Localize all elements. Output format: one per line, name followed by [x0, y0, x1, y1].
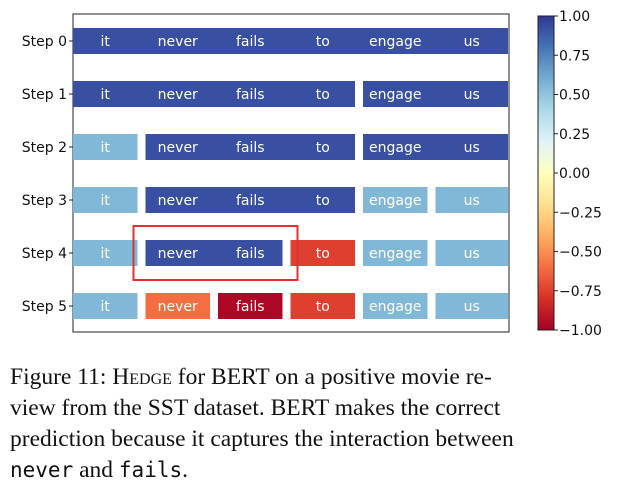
colorbar-scale — [537, 15, 555, 331]
colorbar-tick-label: 0.75 — [559, 48, 590, 64]
token-label: to — [316, 193, 330, 209]
heatmap-cell — [363, 134, 508, 160]
token-label: engage — [369, 140, 421, 156]
row-label: Step 2 — [22, 140, 67, 156]
heatmap-cell — [290, 293, 355, 319]
token-label: engage — [369, 246, 421, 262]
caption-line-4: never and fails. — [10, 455, 610, 486]
token-label: never — [158, 34, 198, 50]
plot-frame — [72, 13, 510, 333]
colorbar-tick-label: 1.00 — [559, 9, 590, 25]
token-label: us — [464, 299, 480, 315]
highlight-box — [132, 225, 299, 281]
token-label: engage — [369, 193, 421, 209]
colorbar-ticks: 1.00 0.75 0.50 0.25 0.00 −0.25 −0.50 −0.75 −1.00 — [554, 9, 602, 339]
heatmap-cell — [73, 134, 138, 160]
row-label: Step 3 — [22, 193, 67, 209]
token-label: never — [158, 140, 198, 156]
caption-method-name: Hedge — [112, 364, 172, 390]
colorbar-tick-label: −1.00 — [559, 323, 602, 339]
colorbar-tick-label: −0.75 — [559, 284, 602, 300]
token-label: it — [101, 246, 111, 262]
hedge-heatmap-chart: it never fails to engage us it never fails to enga… — [22, 9, 602, 339]
token-label: us — [464, 140, 480, 156]
row-label: Step 0 — [22, 34, 67, 50]
caption-text-and: and — [73, 457, 119, 483]
token-label: fails — [236, 193, 265, 209]
heatmap-cell — [363, 81, 508, 107]
token-label: to — [316, 87, 330, 103]
heatmap-cell — [145, 187, 355, 213]
heatmap-cell — [73, 28, 508, 54]
caption-text-end: . — [182, 457, 188, 483]
token-label: engage — [369, 34, 421, 50]
token-label: it — [101, 140, 111, 156]
row-label: Step 1 — [22, 87, 67, 103]
token-label: engage — [369, 87, 421, 103]
caption-word-never: never — [10, 458, 74, 482]
heatmap-cell — [435, 187, 508, 213]
token-label: it — [101, 193, 111, 209]
token-label: us — [464, 34, 480, 50]
token-label: to — [316, 140, 330, 156]
heatmap-cell — [363, 240, 428, 266]
caption-line-3: prediction because it captures the inter… — [10, 426, 514, 452]
token-label: us — [464, 87, 480, 103]
colorbar: 1.00 0.75 0.50 0.25 0.00 −0.25 −0.50 −0.75 −1.00 — [537, 9, 602, 339]
colorbar-tick-label: 0.00 — [559, 166, 590, 182]
caption-line-2: view from the SST dataset. BERT makes th… — [10, 395, 501, 421]
row-labels: Step 0 Step 1 Step 2 Step 3 Step 4 Step 5 — [22, 34, 73, 315]
token-label: it — [101, 299, 111, 315]
colorbar-tick-label: −0.50 — [559, 245, 602, 261]
token-label: fails — [236, 34, 265, 50]
heatmap-cell — [73, 81, 355, 107]
heatmap-marks: it never fails to engage us it never fails to enga… — [73, 28, 508, 319]
colorbar-tick-label: 0.50 — [559, 88, 590, 104]
figure-caption: Figure 11: Hedge for BERT on a positive … — [10, 362, 610, 486]
heatmap-cell — [218, 293, 283, 319]
heatmap-cell — [145, 240, 283, 266]
heatmap-cell — [73, 293, 138, 319]
heatmap-cell — [290, 240, 355, 266]
token-label: engage — [369, 299, 421, 315]
token-label: us — [464, 193, 480, 209]
token-label: never — [158, 87, 198, 103]
heatmap-cell — [435, 240, 508, 266]
token-label: fails — [236, 140, 265, 156]
colorbar-tick-label: 0.25 — [559, 127, 590, 143]
caption-text-1: for BERT on a positive movie re- — [171, 364, 492, 390]
token-label: it — [101, 87, 111, 103]
token-label: never — [158, 299, 198, 315]
caption-figure-number: Figure 11: — [10, 364, 113, 390]
heatmap-cell — [73, 187, 138, 213]
token-label: never — [158, 246, 198, 262]
colorbar-tick-label: −0.25 — [559, 205, 602, 221]
token-label: it — [101, 34, 111, 50]
token-label: fails — [236, 87, 265, 103]
heatmap-cell — [145, 134, 355, 160]
token-label: to — [316, 299, 330, 315]
token-label: fails — [236, 299, 265, 315]
heatmap-cell — [363, 293, 428, 319]
row-label: Step 4 — [22, 246, 67, 262]
token-label: to — [316, 34, 330, 50]
token-label: to — [316, 246, 330, 262]
heatmap-cell — [363, 187, 428, 213]
row-label: Step 5 — [22, 299, 67, 315]
token-label: us — [464, 246, 480, 262]
caption-line-1: Figure 11: Hedge for BERT on a positive … — [10, 362, 610, 393]
caption-word-fails: fails — [118, 458, 183, 482]
heatmap-cell — [73, 240, 138, 266]
heatmap-cell — [145, 293, 210, 319]
token-label: fails — [236, 246, 265, 262]
heatmap-cell — [435, 293, 508, 319]
token-label: never — [158, 193, 198, 209]
